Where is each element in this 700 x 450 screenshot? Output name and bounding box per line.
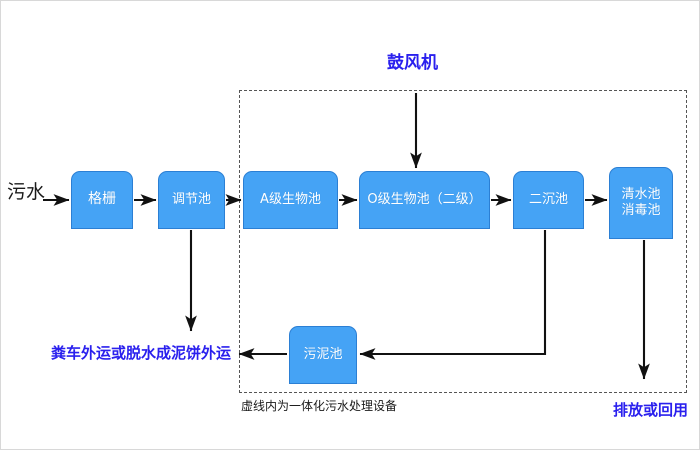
label-discharge-or-reuse: 排放或回用	[613, 401, 689, 419]
node-clearwater-disinfection-tank[interactable]: 清水池 消毒池	[609, 167, 673, 239]
label-influent: 污水	[7, 181, 46, 203]
integrated-equipment-boundary	[239, 90, 687, 393]
node-bio-tank-a[interactable]: A级生物池	[243, 171, 338, 229]
label-sludge-disposal: 粪车外运或脱水成泥饼外运	[51, 344, 232, 362]
label-blower: 鼓风机	[387, 53, 438, 73]
node-grate[interactable]: 格栅	[71, 171, 133, 229]
node-sludge-tank[interactable]: 污泥池	[289, 326, 357, 384]
node-equalization-tank[interactable]: 调节池	[158, 171, 225, 229]
boundary-caption: 虚线内为一体化污水处理设备	[241, 399, 398, 413]
node-secondary-clarifier[interactable]: 二沉池	[513, 171, 584, 229]
node-bio-tank-o[interactable]: O级生物池（二级）	[359, 171, 490, 229]
